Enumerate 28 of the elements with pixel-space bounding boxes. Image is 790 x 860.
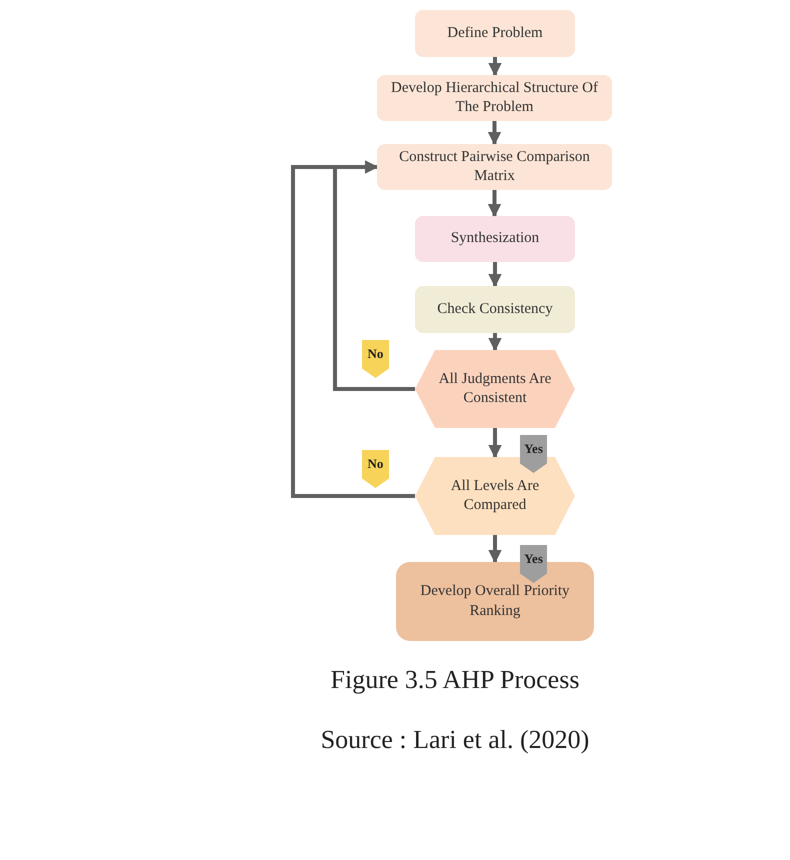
node-text: All Judgments Are Consistent	[438, 370, 552, 408]
arrow	[488, 333, 502, 352]
process-box	[415, 286, 575, 333]
decision-hexagon	[415, 350, 575, 428]
arrow	[488, 57, 502, 76]
source-note: Source : Lari et al. (2020)	[320, 725, 590, 755]
arrow	[488, 190, 502, 218]
edge-label-tag: No	[362, 450, 389, 488]
arrow	[488, 535, 502, 564]
process-box	[377, 75, 612, 121]
figure-caption: Figure 3.5 AHP Process	[330, 665, 580, 695]
node-text: Construct Pairwise Comparison Matrix	[398, 148, 591, 186]
arrow	[488, 121, 502, 146]
node-text: Define Problem	[447, 24, 543, 43]
node-text: Develop Overall Priority Ranking	[419, 582, 571, 620]
decision-hexagon	[415, 457, 575, 535]
node-text: All Levels Are Compared	[450, 476, 540, 515]
process-box	[396, 562, 594, 641]
arrow	[488, 428, 502, 458]
arrow	[291, 160, 415, 498]
process-box	[377, 144, 612, 190]
process-box	[415, 216, 575, 262]
node-text: Synthesization	[450, 229, 540, 248]
node-text: Develop Hierarchical Structure Of The Problem	[390, 78, 599, 117]
process-box	[415, 10, 575, 57]
node-text: Check Consistency	[437, 300, 553, 319]
arrow	[488, 262, 502, 288]
edge-label-tag: No	[362, 340, 389, 378]
